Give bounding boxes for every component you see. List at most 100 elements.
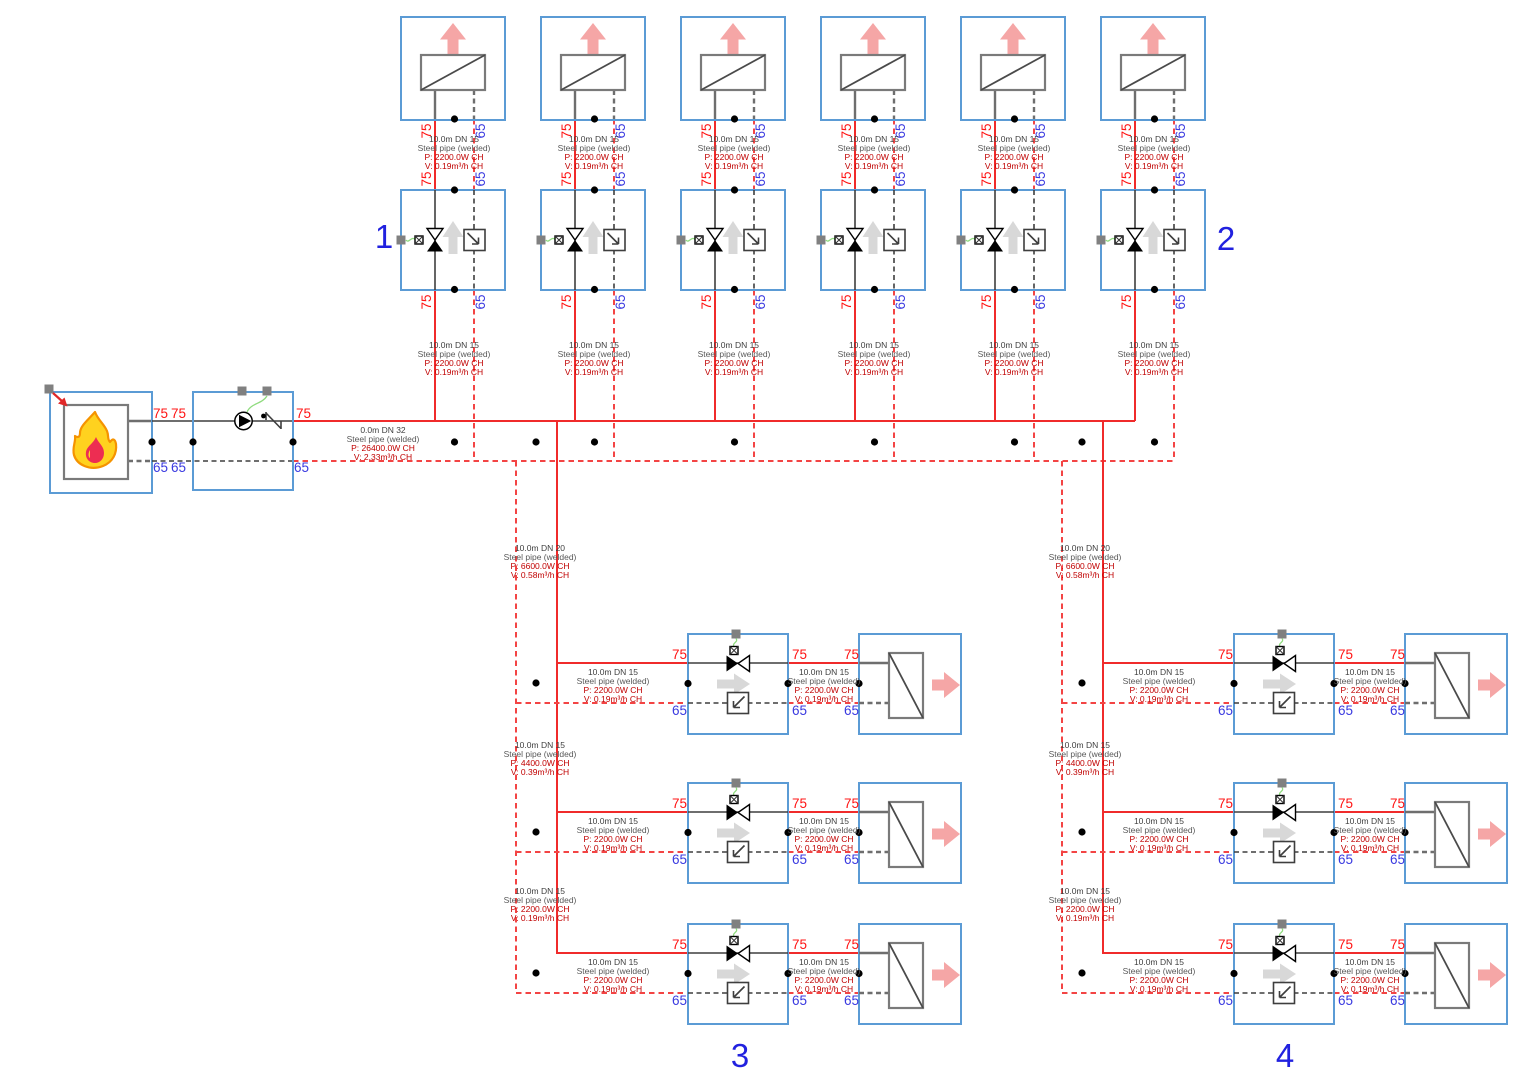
supply-temp-label: 75 <box>844 647 860 662</box>
check-valve-icon <box>261 412 282 430</box>
return-temp-label: 65 <box>1338 703 1354 718</box>
return-temp-label: 65 <box>1390 703 1406 718</box>
pump-icon <box>234 411 253 431</box>
supply-temp-label: 75 <box>979 294 994 310</box>
unit-number-2: 2 <box>1216 220 1236 257</box>
flame-icon <box>72 410 118 469</box>
unit-number-3: 3 <box>730 1037 750 1074</box>
supply-temp-label: 75 <box>1338 647 1354 662</box>
return-temp-label: 65 <box>473 294 488 310</box>
return-temp-label: 65 <box>1390 993 1406 1008</box>
supply-temp-label: 75 <box>792 937 808 952</box>
supply-temp-label: 75 <box>153 406 169 421</box>
supply-temp-label: 75 <box>419 294 434 310</box>
return-temp-label: 65 <box>844 993 860 1008</box>
return-temp-label: 65 <box>753 294 768 310</box>
supply-temp-label: 75 <box>699 294 714 310</box>
return-temp-label: 65 <box>792 852 808 867</box>
supply-temp-label: 75 <box>1338 937 1354 952</box>
boiler[interactable] <box>44 384 153 494</box>
supply-temp-label: 75 <box>1390 647 1406 662</box>
supply-temp-label: 75 <box>792 796 808 811</box>
supply-temp-label: 75 <box>296 406 312 421</box>
return-temp-label: 65 <box>171 460 187 475</box>
return-temp-label: 65 <box>672 993 688 1008</box>
supply-temp-label: 75 <box>672 647 688 662</box>
heating-column-2[interactable] <box>535 15 647 463</box>
supply-temp-label: 75 <box>792 647 808 662</box>
heating-column-3[interactable] <box>675 15 787 463</box>
return-temp-label: 65 <box>1033 294 1048 310</box>
supply-temp-label: 75 <box>1390 937 1406 952</box>
return-temp-label: 65 <box>792 703 808 718</box>
return-temp-label: 65 <box>153 460 169 475</box>
junction-dots <box>148 438 1086 977</box>
heating-column-1[interactable] <box>395 15 507 463</box>
return-temp-label: 65 <box>294 460 310 475</box>
heating-column-6[interactable] <box>1095 15 1207 463</box>
heating-column-4[interactable] <box>815 15 927 463</box>
return-temp-label: 65 <box>1173 294 1188 310</box>
supply-temp-label: 75 <box>844 937 860 952</box>
return-temp-label: 65 <box>1218 993 1234 1008</box>
supply-temp-label: 75 <box>1390 796 1406 811</box>
return-temp-label: 65 <box>1338 993 1354 1008</box>
supply-temp-label: 75 <box>672 796 688 811</box>
selection-handle[interactable] <box>44 384 68 407</box>
unit-number-1: 1 <box>374 218 394 255</box>
supply-temp-label: 75 <box>844 796 860 811</box>
heating-column-5[interactable] <box>955 15 1067 463</box>
return-temp-label: 65 <box>1218 703 1234 718</box>
supply-temp-label: 75 <box>1338 796 1354 811</box>
supply-temp-label: 75 <box>171 406 187 421</box>
supply-temp-label: 75 <box>839 294 854 310</box>
return-temp-label: 65 <box>1218 852 1234 867</box>
return-temp-label: 65 <box>893 294 908 310</box>
return-temp-label: 65 <box>844 703 860 718</box>
supply-temp-label: 75 <box>1119 294 1134 310</box>
return-temp-label: 65 <box>792 993 808 1008</box>
unit-number-4: 4 <box>1275 1037 1295 1074</box>
return-temp-label: 65 <box>613 294 628 310</box>
return-temp-label: 65 <box>672 852 688 867</box>
return-temp-label: 65 <box>672 703 688 718</box>
return-temp-label: 65 <box>844 852 860 867</box>
return-temp-label: 65 <box>1390 852 1406 867</box>
supply-temp-label: 75 <box>1218 796 1234 811</box>
supply-temp-label: 75 <box>672 937 688 952</box>
supply-temp-label: 75 <box>1218 937 1234 952</box>
supply-temp-label: 75 <box>1218 647 1234 662</box>
supply-temp-label: 75 <box>559 294 574 310</box>
